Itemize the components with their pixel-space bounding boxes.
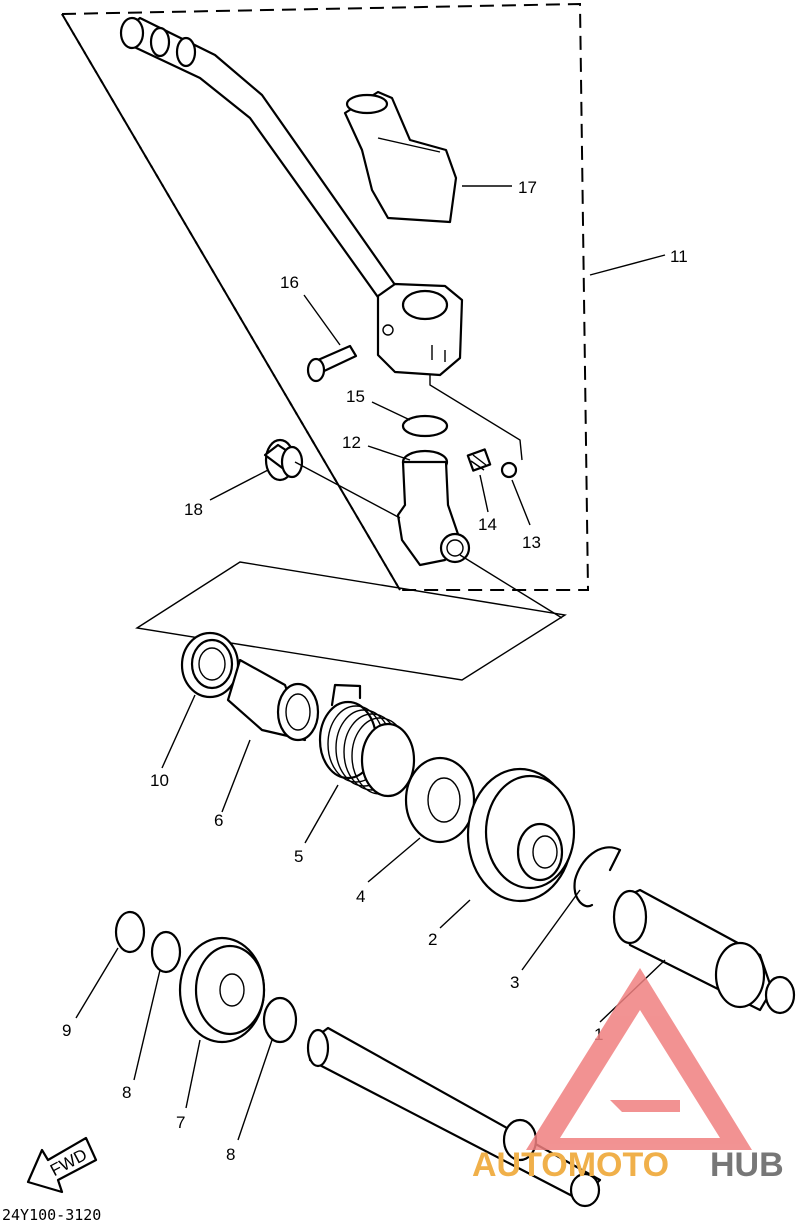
callout-8-upper: 8 [122, 1083, 131, 1102]
callout-15: 15 [346, 387, 365, 406]
alignment-line-2 [459, 554, 563, 619]
detent-bracket [429, 375, 523, 461]
spring-guide [226, 658, 320, 742]
callout-5: 5 [294, 847, 303, 866]
callout-numbers: 17 11 16 15 12 14 13 18 10 6 5 4 2 3 1 9… [62, 178, 688, 1164]
kick-boss [396, 449, 471, 567]
callout-10: 10 [150, 771, 169, 790]
kick-axle [612, 888, 796, 1015]
kick-crank-assembly-outline [61, 2, 590, 591]
callout-2: 2 [428, 930, 437, 949]
washer-4 [404, 756, 476, 844]
callout-6: 6 [214, 811, 223, 830]
callout-9: 9 [62, 1021, 71, 1040]
kick-gear [466, 767, 576, 903]
pinch-bolt [306, 344, 358, 383]
countershaft [306, 1026, 602, 1208]
callout-16: 16 [280, 273, 299, 292]
washer-8-upper [150, 930, 182, 974]
watermark-brand-part2: HUB [710, 1146, 784, 1184]
oil-seal [180, 631, 240, 699]
kick-pedal-rubber-cover [343, 90, 458, 224]
shaft-group-outline [135, 561, 567, 681]
collar [263, 438, 304, 482]
callout-14: 14 [478, 515, 497, 534]
torsion-spring [318, 683, 416, 798]
circlip [573, 846, 622, 908]
callout-4: 4 [356, 887, 365, 906]
watermark-brand-part1: AUTOMOTO [472, 1146, 669, 1184]
forward-arrow: FWD [26, 1136, 98, 1194]
drawing-code: 24Y100-3120 [2, 1206, 101, 1224]
callout-7: 7 [176, 1113, 185, 1132]
washer-8-lower [262, 996, 298, 1044]
callout-18: 18 [184, 500, 203, 519]
watermark-logo [526, 968, 752, 1150]
leader-lines [75, 185, 666, 1141]
kick-crank-lever [119, 16, 464, 377]
idle-gear [178, 936, 266, 1044]
circlip-small [114, 910, 146, 954]
callout-8-lower: 8 [226, 1145, 235, 1164]
alignment-line-1 [294, 461, 401, 519]
callout-12: 12 [342, 433, 361, 452]
callout-3: 3 [510, 973, 519, 992]
detent-spring [466, 448, 492, 472]
o-ring [401, 414, 449, 438]
detent-ball [500, 461, 518, 479]
callout-11: 11 [670, 247, 688, 266]
watermark-triangle-icon [526, 968, 752, 1150]
callout-17: 17 [518, 178, 537, 197]
callout-13: 13 [522, 533, 541, 552]
